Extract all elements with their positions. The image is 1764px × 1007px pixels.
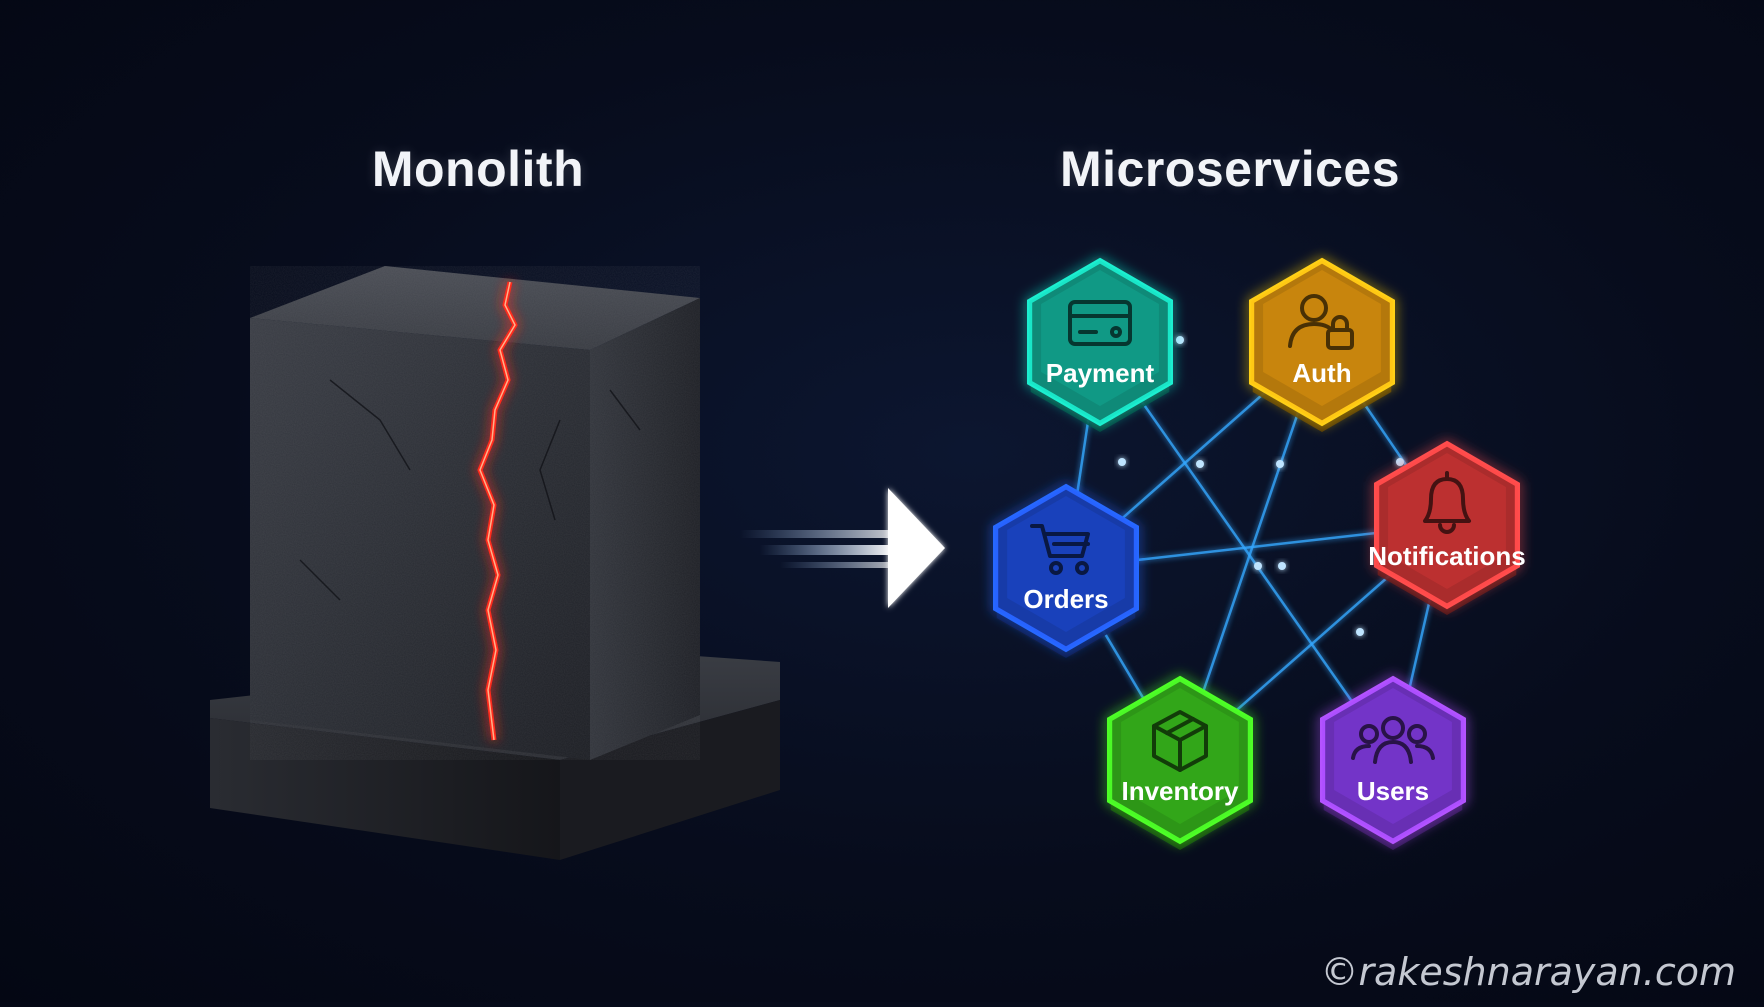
hex-glow <box>993 483 1139 653</box>
service-label-inventory: Inventory <box>1121 776 1239 806</box>
hex-glow <box>1249 257 1395 427</box>
service-node-notifications: Notifications <box>1368 440 1526 615</box>
link-junction-dot <box>1276 460 1284 468</box>
service-label-users: Users <box>1357 776 1429 806</box>
hex-highlight <box>1334 688 1452 824</box>
box-icon <box>1152 710 1208 772</box>
monolith-title: Monolith <box>371 141 585 197</box>
link-junction-dot <box>1118 458 1126 466</box>
link-junction-dot <box>1396 458 1404 466</box>
service-label-notifications: Notifications <box>1368 541 1525 571</box>
transition-arrow <box>740 488 945 608</box>
monolith-base-side <box>560 700 780 860</box>
service-node-orders: Orders <box>993 483 1139 658</box>
service-node-auth: Auth <box>1249 257 1395 432</box>
user-lock-icon <box>1288 294 1354 350</box>
hex-highlight <box>1007 496 1125 632</box>
service-node-inventory: Inventory <box>1107 675 1253 850</box>
link-junction-dot <box>1196 460 1204 468</box>
copyright-watermark: ©rakeshnarayan.com <box>1320 950 1736 994</box>
credit-card-icon <box>1068 300 1132 346</box>
hex-highlight <box>1263 270 1381 406</box>
microservices-title: Microservices <box>1059 141 1401 197</box>
link-junction-dot <box>1254 562 1262 570</box>
service-label-orders: Orders <box>1023 584 1108 614</box>
users-icon <box>1351 716 1435 764</box>
link-payment-users <box>1098 341 1395 761</box>
service-label-auth: Auth <box>1292 358 1351 388</box>
service-node-payment: Payment <box>1027 257 1173 432</box>
hex-glow <box>1107 675 1253 845</box>
arrow-head <box>888 488 945 608</box>
link-junction-dot <box>1176 336 1184 344</box>
link-junction-dot <box>1278 562 1286 570</box>
cart-icon <box>1030 524 1090 575</box>
hex-glow <box>1027 257 1173 427</box>
monolith-block <box>210 266 780 860</box>
hex-glow <box>1320 675 1466 845</box>
bell-icon <box>1423 471 1471 534</box>
link-junction-dot <box>1356 628 1364 636</box>
hex-glow <box>1374 440 1520 610</box>
service-node-users: Users <box>1320 675 1466 850</box>
service-label-payment: Payment <box>1046 358 1155 388</box>
